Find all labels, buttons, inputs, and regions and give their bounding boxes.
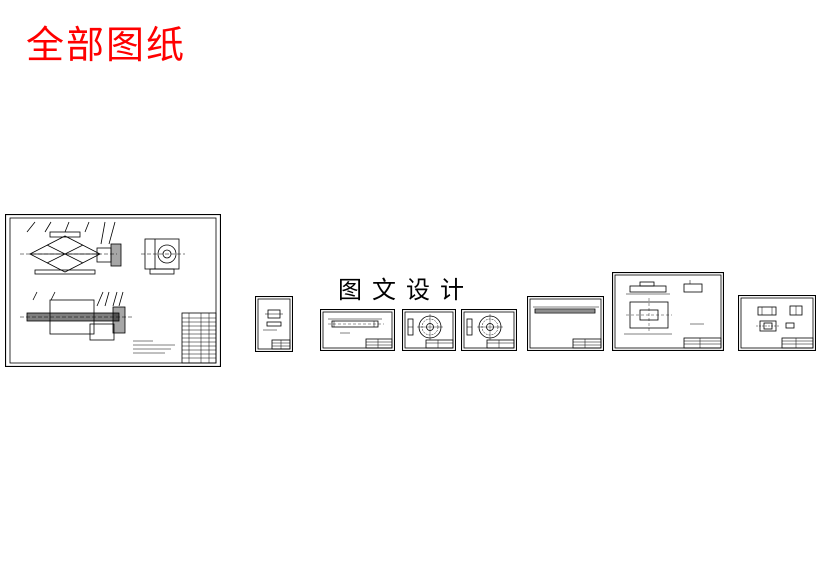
drawing-sheet-4[interactable]: [402, 309, 456, 351]
drawing-sheet-assembly[interactable]: [5, 214, 221, 367]
drawing-sheet-8[interactable]: [738, 295, 816, 351]
watermark-text: 图文设计: [338, 276, 474, 304]
drawing-sheet-6[interactable]: [527, 296, 604, 351]
drawing-sheet-2[interactable]: [255, 296, 293, 352]
drawing-sheet-7[interactable]: [612, 272, 724, 351]
page-title: 全部图纸: [26, 23, 187, 67]
drawing-sheet-3[interactable]: [320, 309, 395, 351]
drawing-sheet-5[interactable]: [461, 309, 517, 351]
